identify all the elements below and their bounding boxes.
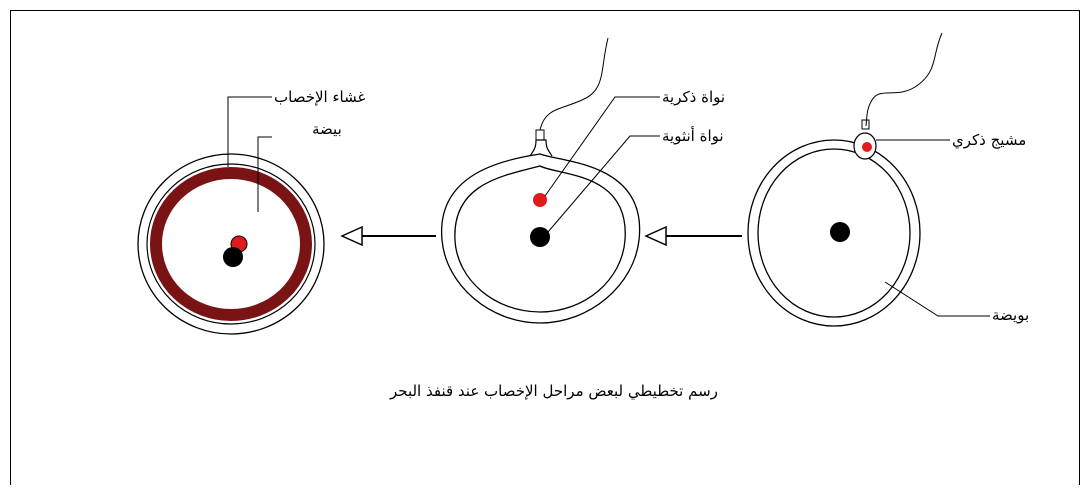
female-nucleus-leader-line bbox=[547, 135, 660, 233]
sperm-tail bbox=[865, 32, 943, 127]
stage2-female-nucleus bbox=[530, 227, 550, 247]
stage2-sperm-midpiece bbox=[535, 129, 545, 141]
label-egg: بيضة bbox=[312, 120, 342, 138]
egg-outer-outline bbox=[137, 153, 325, 335]
diagram-frame bbox=[10, 10, 1080, 485]
membrane-leader-line bbox=[227, 96, 272, 167]
stage2-outer-outline bbox=[441, 153, 641, 324]
arrow-stage1-to-stage2 bbox=[644, 225, 742, 247]
fertilization-cone bbox=[529, 139, 553, 157]
stage2-inner-outline bbox=[454, 165, 626, 313]
label-sperm: مشيج ذكري bbox=[952, 131, 1027, 149]
male-nucleus-leader-line bbox=[544, 96, 660, 197]
egg-leader-line bbox=[257, 136, 272, 212]
female-nucleus-dot bbox=[830, 222, 850, 242]
ovum-leader-line bbox=[884, 281, 990, 317]
arrow-stage2-to-stage3 bbox=[340, 225, 436, 247]
diagram-caption: رسم تخطيطي لبعض مراحل الإخصاب عند قنفذ ا… bbox=[390, 382, 718, 400]
egg-inner-outline bbox=[146, 163, 316, 325]
sperm-midpiece bbox=[861, 119, 870, 130]
egg-female-nucleus bbox=[223, 247, 243, 267]
label-fertilization-membrane: غشاء الإخصاب bbox=[274, 88, 366, 106]
stage-3-fertilized-egg bbox=[137, 96, 325, 335]
ovum-inner-outline bbox=[757, 148, 911, 318]
stage2-male-nucleus bbox=[533, 193, 547, 207]
stage2-sperm-tail bbox=[539, 37, 609, 131]
ovum-outer-outline bbox=[747, 139, 921, 327]
stage-2-sperm-entry bbox=[441, 37, 660, 324]
label-ovum: بويضة bbox=[992, 306, 1030, 324]
label-male-nucleus: نواة ذكرية bbox=[662, 88, 726, 106]
fertilization-membrane-ring bbox=[150, 167, 312, 321]
sperm-male-nucleus bbox=[862, 142, 872, 152]
stage-1-ovum-and-sperm bbox=[747, 32, 990, 327]
label-female-nucleus: نواة أنثوية bbox=[662, 127, 724, 145]
